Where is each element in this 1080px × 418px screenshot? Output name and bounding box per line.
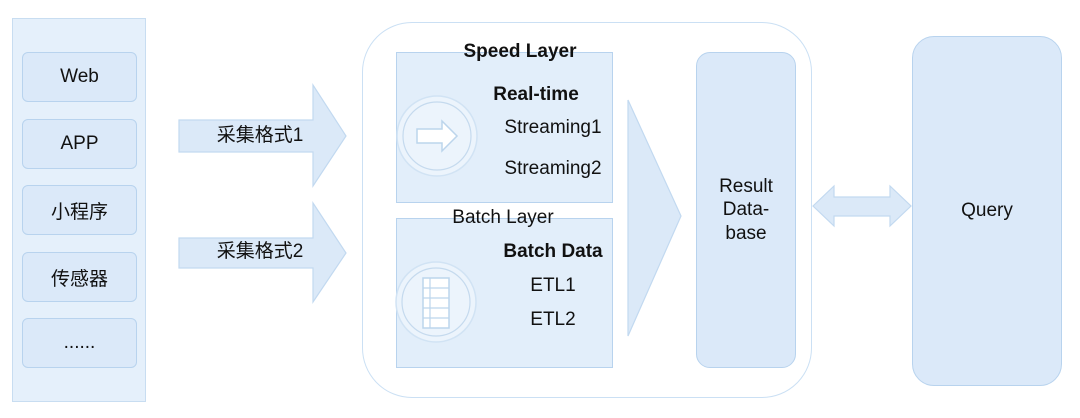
batch-layer-title: Batch Layer <box>452 207 554 228</box>
ingest-arrow-1-label: 采集格式1 <box>216 125 304 146</box>
source-app: APP <box>22 119 137 169</box>
source-more: ...... <box>22 318 137 368</box>
data-sources-panel: Web APP 小程序 传感器 ...... <box>12 18 146 402</box>
bidirectional-arrow <box>812 184 912 228</box>
speed-layer-item: Streaming2 <box>504 158 602 179</box>
source-sensor: 传感器 <box>22 252 137 302</box>
speed-layer-title: Speed Layer <box>463 41 577 62</box>
batch-layer-item: ETL2 <box>530 309 576 330</box>
source-label: 小程序 <box>50 201 108 223</box>
batch-layer-heading: Batch Data <box>503 241 603 262</box>
source-label: 传感器 <box>50 268 108 290</box>
query-box: Query <box>912 36 1062 386</box>
source-label: ...... <box>63 332 96 353</box>
ingest-arrow-2-label: 采集格式2 <box>216 241 304 262</box>
result-database-box: Result Data- base <box>696 52 796 368</box>
speed-layer-item: Streaming1 <box>504 117 602 138</box>
batch-layer-item: ETL1 <box>530 275 576 296</box>
result-database-label: Data- <box>722 199 770 221</box>
result-database-label: base <box>725 222 767 244</box>
source-label: Web <box>60 66 99 87</box>
source-label: APP <box>60 133 99 154</box>
result-database-label: Result <box>719 175 773 197</box>
source-web: Web <box>22 52 137 102</box>
speed-layer-heading: Real-time <box>493 84 579 105</box>
source-mini-program: 小程序 <box>22 185 137 235</box>
query-label: Query <box>961 200 1013 222</box>
